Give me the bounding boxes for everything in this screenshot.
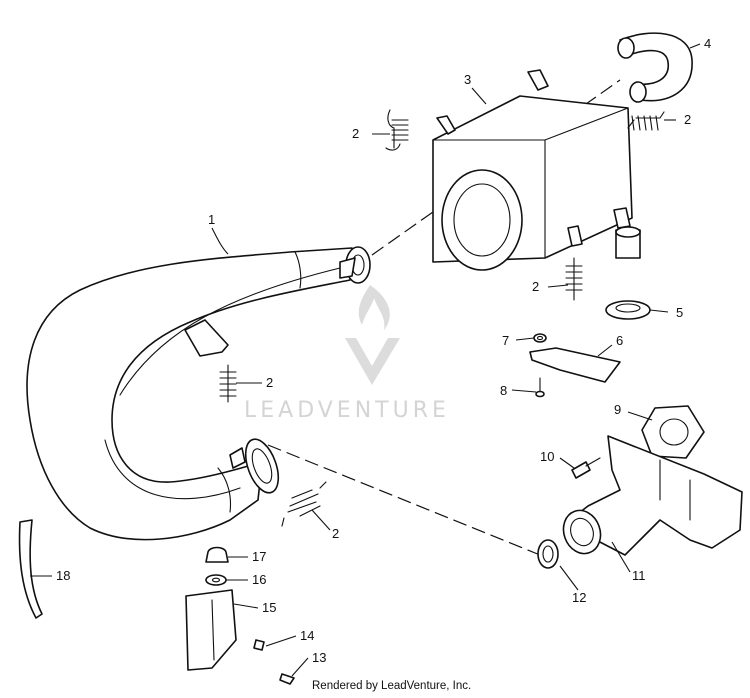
callout-4: 4 [704,36,711,51]
callout-12: 12 [572,590,586,605]
callout-18: 18 [56,568,70,583]
screw [535,377,545,398]
tail-pipe [617,32,693,103]
callout-1: 1 [208,212,215,227]
watermark-text: LEADVENTURE [244,398,450,423]
callout-6: 6 [616,333,623,348]
exhaust-manifold [562,435,743,556]
bolt [571,457,601,479]
seal-ring [537,539,559,569]
callouts: 1 2 2 2 2 2 3 4 5 6 7 8 9 10 11 12 13 14… [56,36,711,665]
strap [18,519,43,619]
callout-2: 2 [684,112,691,127]
callout-14: 14 [300,628,314,643]
callout-15: 15 [262,600,276,615]
leadventure-watermark: LEADVENTURE [244,285,450,423]
bracket-fold [211,599,215,661]
callout-13: 13 [312,650,326,665]
nut [253,639,265,651]
callout-9: 9 [614,402,621,417]
spring [219,364,237,403]
callout-17: 17 [252,549,266,564]
footer-credit: Rendered by LeadVenture, Inc. [312,680,472,692]
callout-8: 8 [500,383,507,398]
callout-16: 16 [252,572,266,587]
connection-line [267,444,541,556]
callout-7: 7 [502,333,509,348]
spring [627,111,665,131]
callout-3: 3 [464,72,471,87]
callout-11: 11 [632,568,646,583]
washer [205,574,227,586]
spring [565,257,583,301]
leader-lines [30,43,701,677]
callout-2: 2 [332,526,339,541]
rubber-mount [205,546,229,563]
gasket [641,405,705,459]
nut [533,333,547,343]
callout-2: 2 [266,375,273,390]
expansion-chamber-pipe [26,246,371,541]
bolt [279,673,295,685]
grommet [605,300,651,320]
mounting-bracket [185,589,237,671]
spring [385,109,409,151]
bracket-plate [529,347,621,383]
spring [281,481,327,527]
callout-5: 5 [676,305,683,320]
callout-10: 10 [540,449,554,464]
callout-2: 2 [352,126,359,141]
callout-2: 2 [532,279,539,294]
muffler [432,69,641,271]
